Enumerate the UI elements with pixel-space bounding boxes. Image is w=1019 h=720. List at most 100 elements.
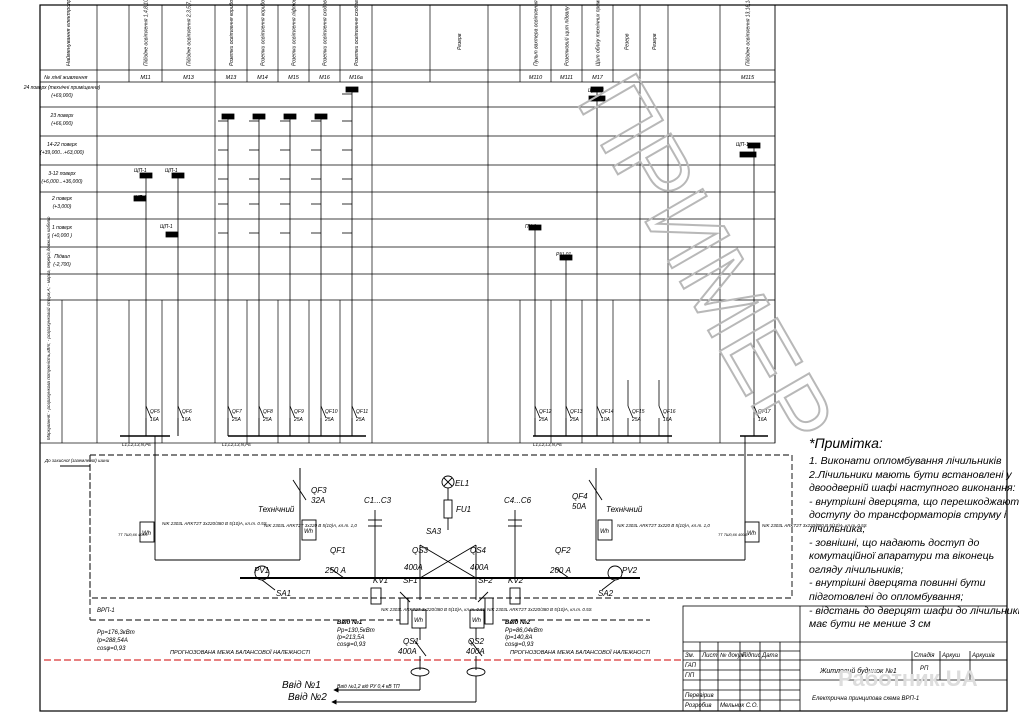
breaker-rating-7: 25А	[355, 417, 366, 423]
column-line-no-3: М13	[226, 75, 238, 81]
breaker-9	[565, 405, 572, 419]
vrp-line-3: cosφ=0,93	[97, 646, 126, 652]
qf4-label: QF4	[572, 492, 588, 501]
tb-role-4: Перевірив	[685, 693, 714, 699]
tb-sheets-label: Аркушів	[971, 653, 995, 659]
qs1-rating: 400А	[398, 647, 417, 656]
vvod2-line-3: cosφ=0,93	[505, 642, 534, 648]
breaker-4	[258, 405, 265, 419]
watermark-text: ПРИМЕР	[557, 57, 855, 466]
panel-sh-1fl	[165, 231, 179, 238]
breaker-label-10: QF14	[601, 409, 614, 415]
vrp-line-2: Ір=288,54А	[97, 638, 128, 644]
vvod1-line-1: Рр=130,5кВт	[337, 628, 375, 634]
qs4-label: QS4	[470, 546, 487, 555]
vvod2-line-1: Рр=86,04кВт	[505, 628, 543, 634]
boundary-left-text: ПРОГНОЗОВАНА МЕЖА БАЛАНСОВОЇ НАЛЕЖНОСТІ	[170, 649, 311, 656]
meter-in2-text: NIK 2303L ARKT2T 3х220/380 В 5(10)А, кл.…	[487, 607, 592, 612]
column-label-5: Розетки освітлення ліфтових холів	[292, 0, 298, 66]
kv1-label: KV1	[373, 576, 388, 585]
vvod2-line-2: Ір=140,8А	[505, 635, 533, 641]
breaker-label-1: QF5	[150, 409, 160, 415]
sf1-label: SF1	[403, 576, 418, 585]
panel-shp-right	[739, 151, 757, 158]
breaker-1	[145, 405, 152, 419]
site-watermark: Работник.UA	[838, 666, 978, 691]
tb-drawing-title: Електрична принципова схема ВРП-1	[812, 696, 919, 702]
floor-label-1: 24 поверх (технічні приміщення)	[23, 85, 101, 91]
panel-label-sh3: ЩП-1	[134, 195, 147, 201]
column-line-no-7: М16а	[349, 75, 363, 81]
breaker-8	[534, 405, 541, 419]
tb-role-2: ГІП	[685, 673, 695, 679]
feeder-panel-8	[528, 224, 542, 231]
wh-label-2: Wh	[142, 531, 152, 537]
notes-line-1: 1. Виконати опломбування лічильників	[809, 455, 1002, 467]
qs4-rating: 400А	[470, 563, 489, 572]
breaker-11	[627, 405, 634, 419]
notes-line-6: лічильника;	[809, 523, 866, 535]
vrp-line-1: Рр=176,3кВт	[97, 630, 135, 636]
breaker-label-5: QF9	[294, 409, 304, 415]
el1-label: EL1	[455, 479, 469, 488]
column-line-no-5: М15	[288, 75, 300, 81]
notes-line-10: - внутрішні дверцята повинні бути	[809, 577, 986, 590]
breaker-rating-9: 25А	[569, 417, 580, 423]
breaker-rating-5: 25А	[293, 417, 304, 423]
meter-in1-text: NIK 2303L ARKT2T 3х220/380 В 5(10)А, кл.…	[381, 607, 486, 612]
meter-mid2-text: NIK 2303L ARKT2T 3х220 В 5(10)А, кл.т. 1…	[617, 523, 710, 528]
sf2-label: SF2	[478, 576, 493, 585]
breaker-label-11: QF15	[632, 409, 645, 415]
floor-level-7: (-2,700)	[53, 262, 71, 268]
column-line-no-6: М16	[319, 75, 331, 81]
tb-sheet-label: Аркуш	[941, 653, 960, 659]
breaker-rating-11: 25А	[631, 417, 642, 423]
floor-label-6: 1 поверх	[52, 225, 73, 231]
floor-label-5: 2 поверх	[51, 196, 73, 202]
breaker-rating-3: 25А	[231, 417, 242, 423]
sa3-label: SA3	[426, 527, 442, 536]
breaker-label-8: QF12	[539, 409, 552, 415]
tb-header-4: Підпис	[742, 653, 761, 659]
main-scheme	[44, 436, 793, 705]
breaker-rating-12: 16А	[663, 417, 673, 423]
breaker-5	[289, 405, 296, 419]
qs3-rating: 400А	[404, 563, 423, 572]
breaker-label-4: QF8	[263, 409, 273, 415]
breaker-label-7: QF11	[356, 409, 368, 415]
floor-level-3: (+39,000...+63,000)	[40, 150, 84, 156]
notes-title: *Примітка:	[809, 435, 883, 451]
breaker-label-13: QF17	[758, 409, 771, 415]
vrp-title: ВРП-1	[97, 608, 115, 614]
breaker-rating-2: 16А	[182, 417, 192, 423]
tb-stage-label: Стадія	[914, 653, 935, 659]
column-line-no-11: М17	[592, 75, 604, 81]
floor-label-4: 3-12 поверх	[48, 171, 76, 177]
breaker-rating-10: 10А	[601, 417, 611, 423]
vvod2-title: Ввід №2	[505, 619, 531, 626]
boundary-right-text: ПРОГНОЗОВАНА МЕЖА БАЛАНСОВОЇ НАЛЕЖНОСТІ	[510, 649, 651, 656]
breaker-rating-13: 16А	[758, 417, 768, 423]
panel-label-rsh: РЩ-01	[556, 252, 571, 258]
vvod1-line-2: Ір=213,5А	[337, 635, 365, 641]
feeder-panel-3	[221, 113, 235, 120]
meter-left-text: NIK 2303L ARKT2T 3х220/380 В 5(10)А, кл.…	[162, 521, 267, 526]
panel-label-shp-right: ЩП-1	[736, 142, 749, 148]
panel-label-sh1: ЩП-1	[134, 168, 147, 174]
column-line-no-14: М115	[741, 75, 755, 81]
legend-side-text: Маркування: - розрахункова потужність,кВ…	[45, 216, 51, 440]
floor-level-1: (+69,000)	[51, 93, 73, 99]
breaker-rating-6: 25А	[324, 417, 335, 423]
bus-label-right: L1,L2,L3,N,PE	[533, 442, 563, 447]
tb-role-5: Розробив	[685, 703, 712, 709]
qs2-label: QS2	[468, 637, 485, 646]
column-line-no-4: М14	[257, 75, 268, 81]
feeder-panel-4	[252, 113, 266, 120]
tb-header-1: Зм.	[685, 653, 694, 659]
breaker-rating-8: 25А	[538, 417, 549, 423]
notes-line-12: - відстань до дверцят шафи до лічильникі…	[809, 604, 1019, 617]
bus-label-left: L1,L2,L3,N,PE	[122, 442, 152, 447]
floor-level-2: (+66,000)	[51, 121, 73, 127]
qs2-rating: 400А	[466, 647, 485, 656]
